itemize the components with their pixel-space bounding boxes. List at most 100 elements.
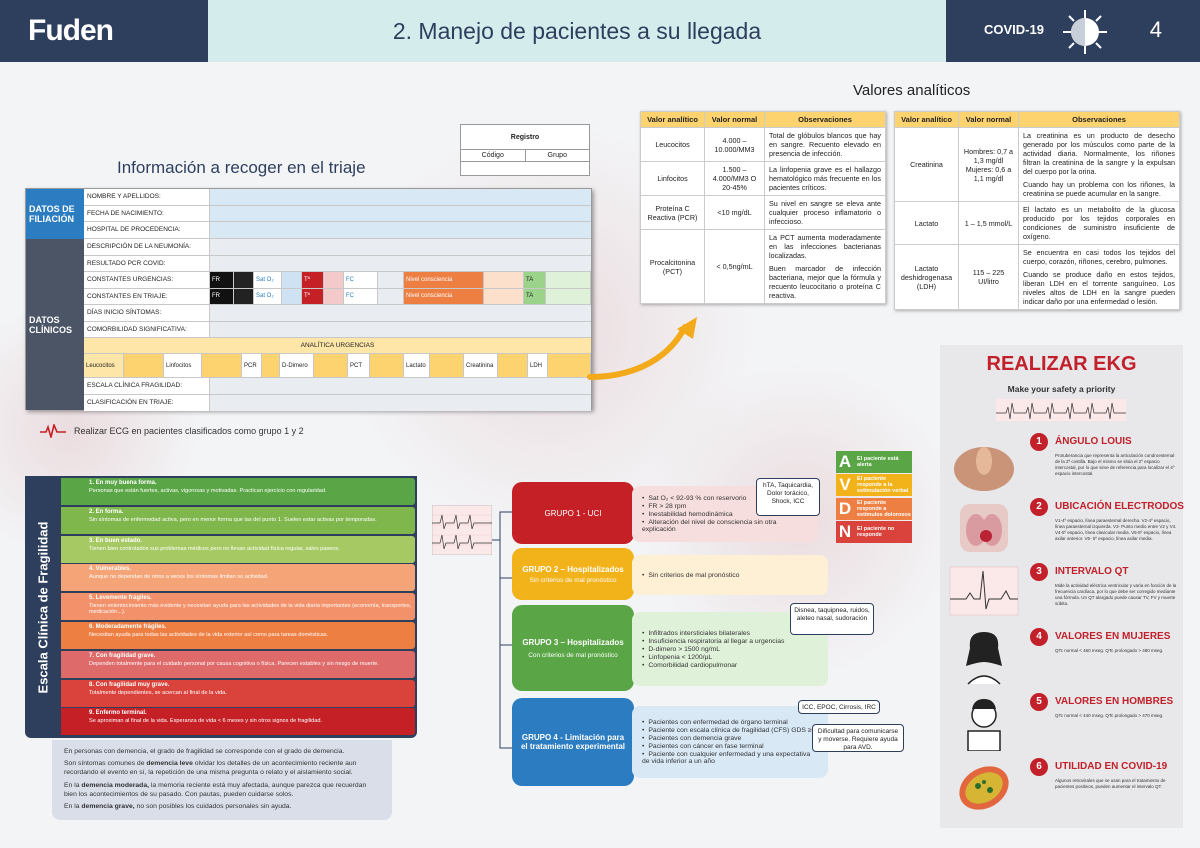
frailty-level-3: 3. En buen estado.Tienen bien controlado… — [61, 535, 415, 563]
input-hospital[interactable] — [210, 222, 591, 238]
input-ldh[interactable] — [548, 354, 591, 377]
poster-title: REALIZAR EKG — [986, 353, 1137, 375]
covid-label: COVID-19 — [984, 22, 1044, 37]
heartbeat-icon — [40, 424, 66, 438]
poster-ecg-strip — [996, 399, 1126, 421]
frailty-level-2: 2. En forma.Sin síntomas de enfermedad a… — [61, 506, 415, 534]
input-ta-tri[interactable] — [546, 288, 591, 304]
input-fr-tri[interactable] — [234, 288, 254, 304]
input-nivel-urg[interactable] — [484, 272, 524, 288]
input-neumonia[interactable] — [210, 239, 591, 255]
frailty-title: Escala Clínica de Fragilidad — [35, 521, 51, 693]
chest-icon — [954, 447, 1014, 491]
input-fragilidad[interactable] — [210, 378, 591, 394]
analytic-values-title: Valores analíticos — [853, 82, 971, 99]
qt-interval-icon — [949, 566, 1019, 616]
row-neumonia: DESCRIPCIÓN DE LA NEUMONÍA: — [84, 239, 591, 256]
frailty-level-6: 6. Moderadamente frágiles.Necesitan ayud… — [61, 622, 415, 649]
frailty-level-5: 5. Levemente frágiles.Tienen enlentecimi… — [61, 593, 415, 621]
input-fr-urg[interactable] — [234, 272, 254, 288]
group-4-criteria: Pacientes con enfermedad de órgano termi… — [632, 706, 828, 778]
input-pcr[interactable] — [210, 255, 591, 271]
input-sat-urg[interactable] — [282, 272, 302, 288]
row-comorbilidad: COMORBILIDAD SIGNIFICATIVA: — [84, 321, 591, 338]
input-comorbilidad[interactable] — [210, 321, 591, 337]
row-constantes-urgencias: CONSTANTES URGENCIAS: FR Sat O₂ Tª FC Ni… — [84, 272, 591, 289]
frailty-level-4: 4. Vulnerables.Aunque no dependan de otr… — [61, 564, 415, 592]
page-number: 4 — [1149, 17, 1162, 42]
triage-form: DATOS DE FILIACIÓN DATOS CLÍNICOS NOMBRE… — [25, 188, 592, 411]
row-hospital: HOSPITAL DE PROCEDENCIA: — [84, 222, 591, 239]
row-constantes-triaje: CONSTANTES EN TRIAJE: FR Sat O₂ Tª FC Ni… — [84, 288, 591, 305]
section-clinicos: DATOS CLÍNICOS — [26, 239, 84, 410]
input-ta-urg[interactable] — [546, 272, 591, 288]
row-nombre: NOMBRE Y APELLIDOS: — [84, 189, 591, 206]
input-clasificacion[interactable] — [210, 394, 591, 411]
input-fecha[interactable] — [210, 205, 591, 221]
group-2-criteria: Sin criterios de mal pronóstico — [632, 555, 828, 595]
row-pcr: RESULTADO PCR COVID: — [84, 255, 591, 272]
input-temp-tri[interactable] — [324, 288, 344, 304]
row-fragilidad: ESCALA CLÍNICA FRAGILIDAD: — [84, 378, 591, 395]
frailty-dementia-note: En personas con demencia, el grado de fr… — [52, 740, 392, 820]
page-header: Fuden 2. Manejo de pacientes a su llegad… — [0, 0, 1200, 62]
row-analitica: Leucocitos Linfocitos PCR D-Dimero PCT L… — [84, 354, 591, 378]
section-filiacion: DATOS DE FILIACIÓN — [26, 189, 84, 239]
registro-title: Registro — [461, 125, 589, 150]
input-temp-urg[interactable] — [324, 272, 344, 288]
analitica-header: ANALÍTICA URGENCIAS — [84, 338, 591, 354]
group-4-box: GRUPO 4 - Limitación para el tratamiento… — [512, 698, 634, 786]
callout-group4-conditions: ICC, EPOC, Cirrosis, IRC — [798, 700, 880, 714]
man-icon — [967, 699, 1001, 751]
row-fecha: FECHA DE NACIMIENTO: — [84, 205, 591, 222]
input-creatinina[interactable] — [498, 354, 528, 377]
input-linfocitos[interactable] — [202, 354, 242, 377]
page-title: 2. Manejo de pacientes a su llegada — [208, 0, 946, 62]
covid-banner: COVID-19 4 — [946, 0, 1200, 62]
registro-grupo: Grupo — [524, 150, 590, 161]
row-clasificacion: CLASIFICACIÓN EN TRIAJE: — [84, 394, 591, 411]
analytic-row: Lactato deshidrogenasa (LDH)115 – 225 UI… — [894, 244, 1180, 310]
input-sat-tri[interactable] — [282, 288, 302, 304]
input-pcr-val[interactable] — [262, 354, 280, 377]
triage-title: Información a recoger en el triaje — [117, 158, 366, 177]
frailty-level-8: 8. Con fragilidad muy grave.Totalmente d… — [61, 679, 415, 707]
input-nombre[interactable] — [210, 189, 591, 205]
input-pct[interactable] — [370, 354, 404, 377]
input-fc-tri[interactable] — [378, 288, 404, 304]
input-dias[interactable] — [210, 305, 591, 321]
frailty-level-9: 9. Enfermo terminal.Se aproximan al fina… — [61, 708, 415, 736]
row-dias: DÍAS INICIO SÍNTOMAS: — [84, 305, 591, 322]
group-bracket — [492, 511, 512, 749]
input-lactato[interactable] — [430, 354, 464, 377]
virus-icon — [1063, 10, 1107, 54]
frailty-level-7: 7. Con fragilidad grave.Dependen totalme… — [61, 650, 415, 678]
input-ddimero[interactable] — [314, 354, 348, 377]
input-fc-urg[interactable] — [378, 272, 404, 288]
input-leucocitos[interactable] — [124, 354, 164, 377]
electrodes-icon — [960, 504, 1008, 552]
frailty-level-1: 1. En muy buena forma.Personas que están… — [61, 478, 415, 505]
input-nivel-tri[interactable] — [484, 288, 524, 304]
ekg-note: Realizar ECG en pacientes clasificados c… — [40, 424, 304, 438]
woman-icon — [966, 632, 1002, 685]
